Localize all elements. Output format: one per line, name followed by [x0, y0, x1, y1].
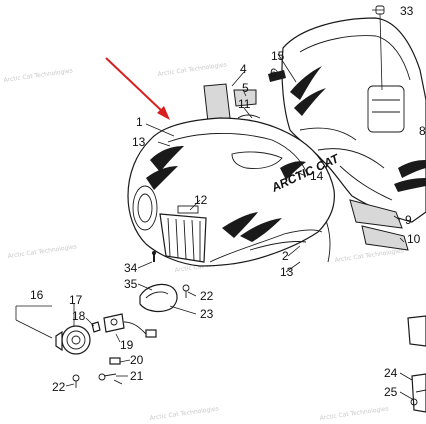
watermark-text: Arctic Cat Technologies — [334, 247, 404, 264]
watermark-text: Arctic Cat Technologies — [319, 405, 389, 422]
callout-5: 5 — [242, 81, 249, 95]
callout-8: 8 — [419, 124, 426, 138]
callout-10: 10 — [407, 232, 421, 246]
callout-35: 35 — [124, 277, 138, 291]
callout-13-top: 13 — [132, 135, 146, 149]
grille — [159, 205, 207, 263]
callout-18: 18 — [72, 309, 86, 323]
bolts-34-35 — [152, 251, 156, 262]
callout-22-lower: 22 — [52, 380, 66, 394]
callout-20: 20 — [130, 353, 144, 367]
leader-lines — [65, 9, 415, 401]
callout-25: 25 — [384, 385, 398, 399]
callout-23: 23 — [200, 307, 214, 321]
callout-12: 12 — [194, 193, 208, 207]
callout-33: 33 — [400, 4, 414, 18]
callout-16: 16 — [30, 288, 44, 302]
callout-21: 21 — [130, 369, 144, 383]
callout-2: 2 — [282, 249, 289, 263]
callout-15: 15 — [271, 49, 285, 63]
watermark-text: Arctic Cat Technologies — [3, 67, 73, 84]
callout-numbers: 33 15 4 6 5 11 8 1 13 14 12 9 10 2 13 34… — [30, 4, 426, 399]
headlight-assembly — [15, 305, 157, 355]
side-panels — [321, 199, 409, 263]
bottom-right-parts — [407, 315, 426, 413]
callout-14: 14 — [310, 169, 324, 183]
callout-22-upper: 22 — [200, 289, 214, 303]
callout-24: 24 — [384, 366, 398, 380]
callout-17: 17 — [69, 293, 83, 307]
rear-body-panel — [281, 5, 426, 223]
callout-11: 11 — [238, 97, 251, 111]
watermark-text: Arctic Cat Technologies — [7, 243, 77, 260]
callout-6: 6 — [270, 66, 277, 80]
front-body-panel: ARCTIC CAT — [127, 117, 342, 267]
headlight-bezel — [139, 283, 190, 313]
callout-13-bottom: 13 — [280, 265, 294, 279]
small-screws — [72, 357, 123, 388]
watermark-text: Arctic Cat Technologies — [149, 405, 219, 422]
watermark-text: Arctic Cat Technologies — [157, 61, 227, 78]
callout-1: 1 — [136, 115, 143, 129]
small-flaps — [203, 70, 286, 123]
callout-19: 19 — [120, 338, 134, 352]
callout-34: 34 — [124, 261, 138, 275]
red-pointer-arrow — [105, 57, 170, 120]
callout-9: 9 — [405, 213, 412, 227]
callout-4: 4 — [240, 62, 247, 76]
